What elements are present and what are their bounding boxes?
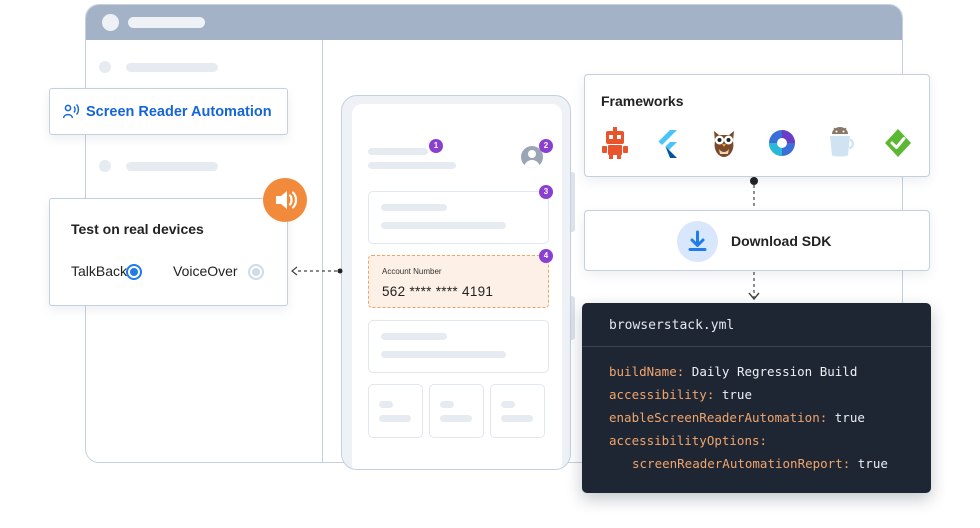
skeleton-tile [368, 384, 423, 438]
yml-code-panel: browserstack.yml buildName: Daily Regres… [582, 303, 931, 493]
skeleton-line [368, 162, 456, 169]
badge-4: 4 [539, 249, 553, 263]
owl-icon[interactable] [709, 127, 739, 159]
yml-line: screenReaderAutomationReport: true [632, 456, 888, 471]
phone-screen: 1 2 3 Account Number 562 **** **** 4191 … [352, 104, 562, 469]
real-devices-title: Test on real devices [71, 221, 204, 237]
talkback-radio[interactable] [126, 264, 142, 280]
skeleton-card [368, 320, 549, 373]
window-sidebar [86, 40, 323, 462]
sidebar-skeleton-line [126, 162, 218, 171]
frameworks-title: Frameworks [601, 93, 684, 109]
sidebar-skeleton-dot [99, 61, 111, 73]
android-cup-icon[interactable] [825, 127, 855, 159]
yml-line: buildName: Daily Regression Build [609, 364, 858, 379]
profile-avatar-icon[interactable] [521, 146, 543, 168]
voice-icon [62, 104, 80, 119]
yml-line: accessibilityOptions: [609, 433, 768, 448]
skeleton-card [368, 191, 549, 244]
yml-line: enableScreenReaderAutomation: true [609, 410, 865, 425]
frameworks-card: Frameworks [584, 74, 930, 177]
voiceover-label: VoiceOver [173, 263, 238, 279]
badge-3: 3 [539, 185, 553, 199]
window-titlebar [86, 5, 902, 40]
yml-line: accessibility: true [609, 387, 752, 402]
speaker-icon[interactable] [263, 178, 307, 222]
badge-1: 1 [429, 139, 443, 153]
download-icon [677, 221, 718, 262]
phone-side-button [570, 296, 575, 340]
skeleton-line [368, 148, 428, 155]
skeleton-tile [429, 384, 484, 438]
robot-framework-icon[interactable] [600, 127, 630, 159]
phone-side-button [570, 172, 575, 232]
sidebar-skeleton-line [126, 63, 218, 72]
download-sdk-label: Download SDK [731, 233, 832, 249]
flutter-icon[interactable] [653, 127, 683, 159]
account-number-value: 562 **** **** 4191 [382, 284, 494, 299]
real-devices-card: Test on real devices TalkBack VoiceOver [49, 198, 288, 306]
account-number-label: Account Number [382, 267, 442, 276]
talkback-label: TalkBack [71, 263, 128, 279]
screen-reader-automation-chip[interactable]: Screen Reader Automation [49, 88, 288, 135]
yml-code-header: browserstack.yml [582, 303, 931, 347]
skeleton-tile [490, 384, 545, 438]
circle-logo-icon[interactable] [767, 127, 797, 159]
window-title-placeholder [128, 17, 205, 28]
download-sdk-button[interactable]: Download SDK [584, 210, 930, 271]
yml-filename: browserstack.yml [609, 318, 735, 333]
voiceover-radio[interactable] [248, 264, 264, 280]
sidebar-skeleton-dot [99, 160, 111, 172]
account-number-card[interactable]: Account Number 562 **** **** 4191 [368, 255, 549, 308]
badge-2: 2 [539, 139, 553, 153]
window-dot [102, 14, 119, 31]
screen-reader-automation-label: Screen Reader Automation [86, 104, 272, 120]
phone-mockup: 1 2 3 Account Number 562 **** **** 4191 … [341, 95, 571, 470]
check-shield-icon[interactable] [883, 127, 913, 159]
